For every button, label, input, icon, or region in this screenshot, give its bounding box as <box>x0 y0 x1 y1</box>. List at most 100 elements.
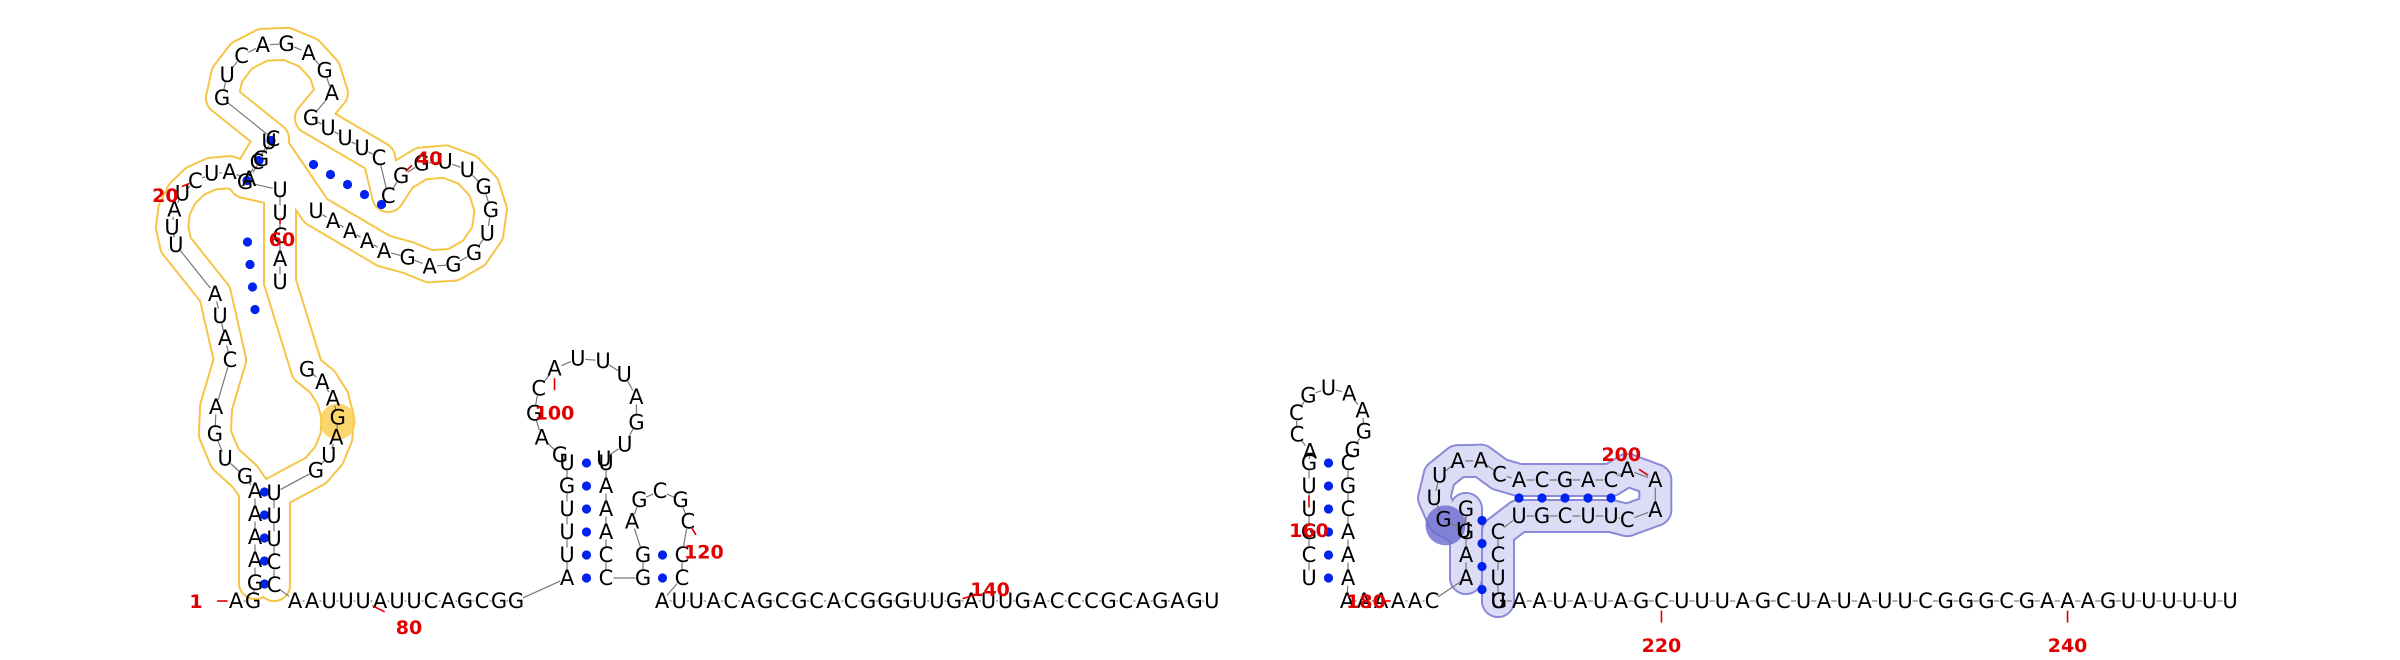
nucleotide: A <box>1341 520 1356 544</box>
nucleotide: C <box>1999 589 2014 613</box>
position-label-text: 80 <box>396 617 422 639</box>
nucleotide: A <box>360 229 375 253</box>
base-pair-dot <box>582 527 591 536</box>
nucleotide: G <box>1186 589 1202 613</box>
nucleotide: G <box>1534 504 1550 528</box>
nucleotide: G <box>894 589 910 613</box>
nucleotide: A <box>1614 589 1629 613</box>
nucleotide: A <box>547 357 562 381</box>
position-label: 140 <box>962 579 1009 601</box>
position-label-text: 180 <box>1346 591 1386 613</box>
position-label-text: 20 <box>152 185 178 207</box>
nucleotide: U <box>595 349 610 373</box>
nucleotide: C <box>475 589 490 613</box>
nucleotide: C <box>1491 520 1506 544</box>
nucleotide: U <box>1204 589 1219 613</box>
base-pair-dot <box>360 190 369 199</box>
nucleotide: A <box>305 589 320 613</box>
nucleotide: C <box>1341 451 1356 475</box>
base-pair-dot <box>343 180 352 189</box>
nucleotide: A <box>1303 440 1318 464</box>
nucleotide: A <box>325 81 340 105</box>
nucleotide: U <box>337 126 352 150</box>
nucleotide: U <box>598 451 613 475</box>
base-pair-dot <box>1514 493 1523 502</box>
base-pair-dot <box>1324 550 1333 559</box>
nucleotide: A <box>248 502 263 526</box>
nucleotide: U <box>617 363 632 387</box>
position-label-text: 60 <box>269 229 295 251</box>
nucleotide: A <box>1735 589 1750 613</box>
nucleotide: A <box>326 209 341 233</box>
nucleotide: A <box>209 395 224 419</box>
nucleotide: G <box>1557 468 1573 492</box>
nucleotide: A <box>741 589 756 613</box>
nucleotide: G <box>299 357 315 381</box>
nucleotide: U <box>1877 589 1892 613</box>
position-label-text: 200 <box>1601 444 1641 466</box>
nucleotide: U <box>617 433 632 457</box>
nucleotide: G <box>1938 589 1954 613</box>
base-pair-dot <box>1324 458 1333 467</box>
nucleotide: U <box>1674 589 1689 613</box>
nucleotide: U <box>272 270 287 294</box>
nucleotide: C <box>1119 589 1134 613</box>
nucleotide: A <box>1512 468 1527 492</box>
nucleotide: G <box>491 589 507 613</box>
nucleotide: G <box>946 589 962 613</box>
nucleotide: U <box>1694 589 1709 613</box>
nucleotide: G <box>445 253 461 277</box>
nucleotide: G <box>207 422 223 446</box>
nucleotide: G <box>1300 383 1316 407</box>
base-pair-dot <box>582 481 591 490</box>
nucleotide: A <box>1341 543 1356 567</box>
nucleotide: G <box>1340 474 1356 498</box>
nucleotide: G <box>1152 589 1168 613</box>
base-pair-dot <box>1324 573 1333 582</box>
base-pair-dot <box>582 458 591 467</box>
nucleotide: A <box>1648 468 1663 492</box>
nucleotide: A <box>1532 589 1547 613</box>
nucleotide: U <box>671 589 686 613</box>
nucleotide: C <box>1050 589 1065 613</box>
nucleotide: C <box>424 589 439 613</box>
nucleotide: U <box>1301 474 1316 498</box>
nucleotide: G <box>631 488 647 512</box>
base-pair-dot <box>245 260 254 269</box>
nucleotide: G <box>628 410 644 434</box>
nucleotide: A <box>560 566 575 590</box>
nucleotide: U <box>2202 589 2217 613</box>
highlight-yellow-domain <box>155 27 508 602</box>
nucleotide: G <box>483 198 499 222</box>
nucleotide: U <box>1593 589 1608 613</box>
nucleotide: A <box>1581 468 1596 492</box>
nucleotide: U <box>1511 504 1526 528</box>
nucleotide: U <box>1426 486 1441 510</box>
nucleotide: A <box>222 160 237 184</box>
nucleotide: G <box>308 458 324 482</box>
nucleotide: G <box>466 241 482 265</box>
nucleotide: C <box>723 589 738 613</box>
nucleotide: U <box>1432 464 1447 488</box>
base-pair-dot <box>658 573 667 582</box>
nucleotide: U <box>266 481 281 505</box>
nucleotide: C <box>1425 589 1440 613</box>
nucleotide: U <box>406 589 421 613</box>
nucleotide: C <box>372 146 387 170</box>
nucleotide: C <box>599 543 614 567</box>
position-label: 240 <box>2048 611 2088 655</box>
nucleotide: A <box>1033 589 1048 613</box>
position-label-text: 40 <box>416 148 442 170</box>
nucleotide: G <box>316 59 332 83</box>
base-pair-dot <box>248 282 257 291</box>
nucleotide: G <box>2100 589 2116 613</box>
position-label-text: 160 <box>1289 520 1329 542</box>
nucleotide: G <box>2019 589 2035 613</box>
nucleotide: C <box>1084 589 1099 613</box>
nucleotide: U <box>389 589 404 613</box>
nucleotide: U <box>266 527 281 551</box>
nucleotide: G <box>552 443 568 467</box>
base-pair-dot <box>582 504 591 513</box>
nucleotide: U <box>321 589 336 613</box>
nucleotide: A <box>229 589 244 613</box>
